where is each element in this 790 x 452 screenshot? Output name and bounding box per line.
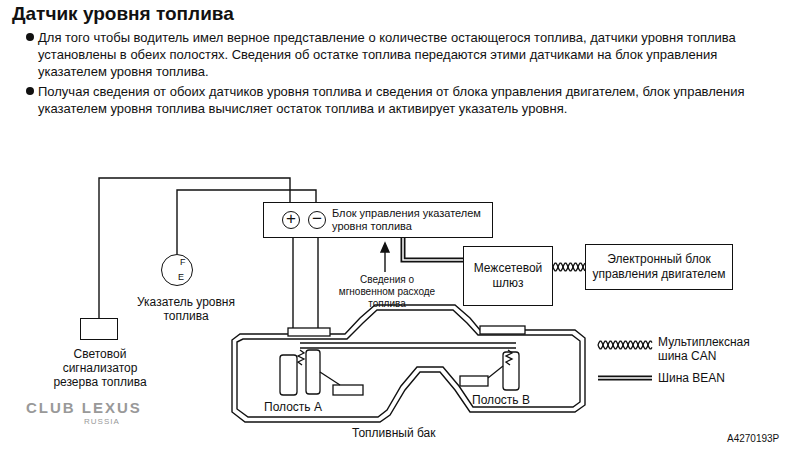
fuel-tank [232, 305, 585, 422]
legend-label: Шина BEAN [658, 371, 776, 385]
connector [553, 263, 585, 271]
node-label: Блок управления указателем уровня топлив… [332, 207, 488, 233]
connector [403, 238, 463, 260]
control-unit-box: Блок управления указателем уровня топлив… [263, 202, 493, 238]
node-label: E [178, 272, 184, 282]
tank-label: Топливный бак [352, 426, 435, 440]
plus-terminal: + [282, 211, 300, 229]
bean-wire [403, 238, 463, 260]
legend-can-sample [598, 341, 652, 349]
cavity-label: Полость А [264, 400, 322, 414]
minus-terminal: − [308, 211, 326, 229]
info-note: Сведения о мгновенном расходе топлива [332, 274, 442, 310]
can-wire [598, 341, 652, 349]
can-wire [553, 263, 585, 271]
legend-label: Мультиплексная шина CAN [658, 335, 776, 363]
sensor-wire [293, 238, 318, 328]
node-label: F [180, 257, 186, 267]
ecu-box: Электронный блок управления двигателем [585, 244, 733, 290]
figure-code: A4270193P [727, 433, 779, 445]
fuel-gauge: FEУказатель уровня топлива [161, 254, 193, 286]
connector [177, 190, 316, 254]
page-title: Датчик уровня топлива [12, 3, 234, 25]
bullet-note: Получая сведения от обоих датчиков уровн… [38, 83, 778, 117]
bullet-note: Для того чтобы водитель имел верное пред… [38, 29, 778, 80]
info-arrow [381, 243, 389, 272]
warning-lamp-box: Световой сигнализатор резерва топлива [80, 318, 118, 340]
watermark: CLUB LEXUS [26, 400, 142, 416]
node-label: Указатель уровня топлива [128, 295, 244, 323]
gateway-box: Межсетевой шлюз [463, 246, 553, 306]
cavity-label: Полость В [472, 393, 530, 407]
fuel-sender [280, 326, 525, 395]
node-label: Световой сигнализатор резерва топлива [41, 347, 159, 389]
wire [177, 190, 316, 254]
can-wire [553, 263, 585, 271]
can-wire [598, 341, 652, 349]
watermark: RUSSIA [84, 417, 120, 426]
node-label: Межсетевой шлюз [464, 261, 552, 291]
bean-wire-core [403, 238, 463, 260]
legend-bean-sample [598, 378, 652, 379]
node-label: Электронный блок управления двигателем [586, 252, 732, 282]
